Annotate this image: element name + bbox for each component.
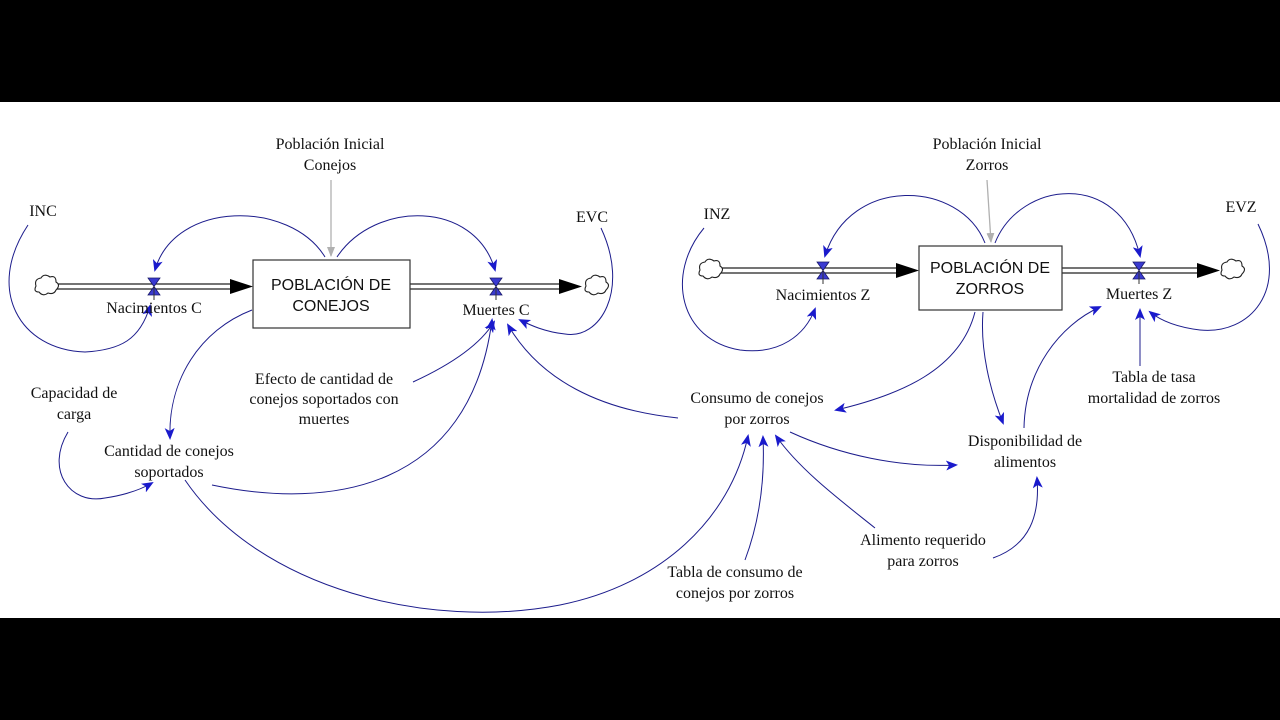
link-cantidad-soportados-to-consumo xyxy=(184,434,751,613)
label-evc: EVC xyxy=(576,209,608,226)
link-disponibilidad-to-muertes-z xyxy=(1023,306,1102,429)
label-inz: INZ xyxy=(704,206,731,223)
diagram-canvas: POBLACIÓN DE CONEJOS Población Inicial C… xyxy=(0,102,1280,618)
link-pob-inicial-zorros xyxy=(986,179,995,243)
link-stock-to-disponibilidad xyxy=(981,311,1004,425)
link-stock-to-cantidad-soportados xyxy=(164,309,253,440)
label-tabla-mortalidad-2: mortalidad de zorros xyxy=(1088,390,1220,407)
letterbox-bottom xyxy=(0,618,1280,720)
link-alimento-to-disponibilidad xyxy=(992,476,1043,559)
label-efecto-3: muertes xyxy=(299,411,350,428)
flow-pipe-muertes-c xyxy=(410,279,582,294)
link-cantidad-soportados-to-muertes-c xyxy=(211,318,496,495)
link-stock-to-nacimientos-z xyxy=(823,195,986,258)
letterbox-top xyxy=(0,0,1280,102)
flow-pipe-nacimientos-z xyxy=(718,263,919,278)
link-efecto-to-muertes-c xyxy=(412,320,496,383)
label-alimento-1: Alimento requerido xyxy=(860,532,986,549)
stock-poblacion-zorros[interactable] xyxy=(918,245,1063,311)
link-capacidad-to-cantidad-soportados xyxy=(58,431,154,500)
stock-flow-diagram: POBLACIÓN DE CONEJOS Población Inicial C… xyxy=(8,136,1270,613)
label-consumo-1: Consumo de conejos xyxy=(690,390,823,407)
label-cantidad-soportados-1: Cantidad de conejos xyxy=(104,443,234,460)
source-cloud-icon xyxy=(34,274,60,296)
label-capacidad-carga-1: Capacidad de xyxy=(31,385,118,402)
sink-cloud-z-icon xyxy=(1220,258,1246,280)
label-poblacion-inicial-conejos-2: Conejos xyxy=(304,157,356,174)
sink-cloud-icon xyxy=(584,274,610,296)
link-stock-to-nacimientos-c xyxy=(152,215,326,272)
link-inc-to-nacimientos-c xyxy=(8,224,152,353)
link-evc-to-muertes-c xyxy=(518,227,614,335)
valve-muertes-c-icon[interactable] xyxy=(489,277,503,300)
stock-poblacion-conejos[interactable] xyxy=(252,259,411,329)
label-inc: INC xyxy=(29,203,57,220)
valve-nacimientos-c-icon[interactable] xyxy=(147,277,161,300)
link-inz-to-nacimientos-z xyxy=(681,227,817,352)
link-stock-to-consumo xyxy=(834,311,976,413)
label-nacimientos-c: Nacimientos C xyxy=(106,300,202,317)
label-efecto-1: Efecto de cantidad de xyxy=(255,371,393,388)
flow-pipe-muertes-z xyxy=(1062,263,1220,278)
label-alimento-2: para zorros xyxy=(887,553,959,570)
label-poblacion-inicial-zorros-1: Población Inicial xyxy=(933,136,1042,153)
label-disponibilidad-2: alimentos xyxy=(994,454,1056,471)
link-consumo-to-disponibilidad xyxy=(789,431,958,471)
valve-nacimientos-z-icon[interactable] xyxy=(816,261,830,284)
label-poblacion-inicial-zorros-2: Zorros xyxy=(966,157,1009,174)
label-evz: EVZ xyxy=(1225,199,1256,216)
label-tabla-consumo-2: conejos por zorros xyxy=(676,585,794,602)
stock-zorros-line2: ZORROS xyxy=(956,281,1024,298)
label-consumo-2: por zorros xyxy=(724,411,789,428)
valve-muertes-z-icon[interactable] xyxy=(1132,261,1146,284)
stock-zorros-line1: POBLACIÓN DE xyxy=(930,258,1050,277)
label-disponibilidad-1: Disponibilidad de xyxy=(968,433,1082,450)
link-tabla-consumo-to-consumo xyxy=(744,435,769,561)
link-stock-to-muertes-c xyxy=(336,215,498,272)
label-cantidad-soportados-2: soportados xyxy=(134,464,203,481)
label-capacidad-carga-2: carga xyxy=(57,406,91,423)
flow-pipe-nacimientos-c xyxy=(55,279,253,294)
label-efecto-2: conejos soportados con xyxy=(249,391,398,408)
label-muertes-c: Muertes C xyxy=(462,302,529,319)
source-cloud-z-icon xyxy=(698,258,724,280)
link-alimento-to-consumo xyxy=(774,434,876,529)
label-nacimientos-z: Nacimientos Z xyxy=(776,287,871,304)
link-evz-to-muertes-z xyxy=(1148,223,1270,331)
stock-conejos-line2: CONEJOS xyxy=(292,298,369,315)
label-tabla-consumo-1: Tabla de consumo de xyxy=(667,564,802,581)
label-poblacion-inicial-conejos-1: Población Inicial xyxy=(276,136,385,153)
label-tabla-mortalidad-1: Tabla de tasa xyxy=(1112,369,1195,386)
stock-conejos-line1: POBLACIÓN DE xyxy=(271,275,391,294)
label-muertes-z: Muertes Z xyxy=(1106,286,1172,303)
link-stock-to-muertes-z xyxy=(994,193,1143,258)
link-consumo-to-muertes-c xyxy=(506,323,679,419)
